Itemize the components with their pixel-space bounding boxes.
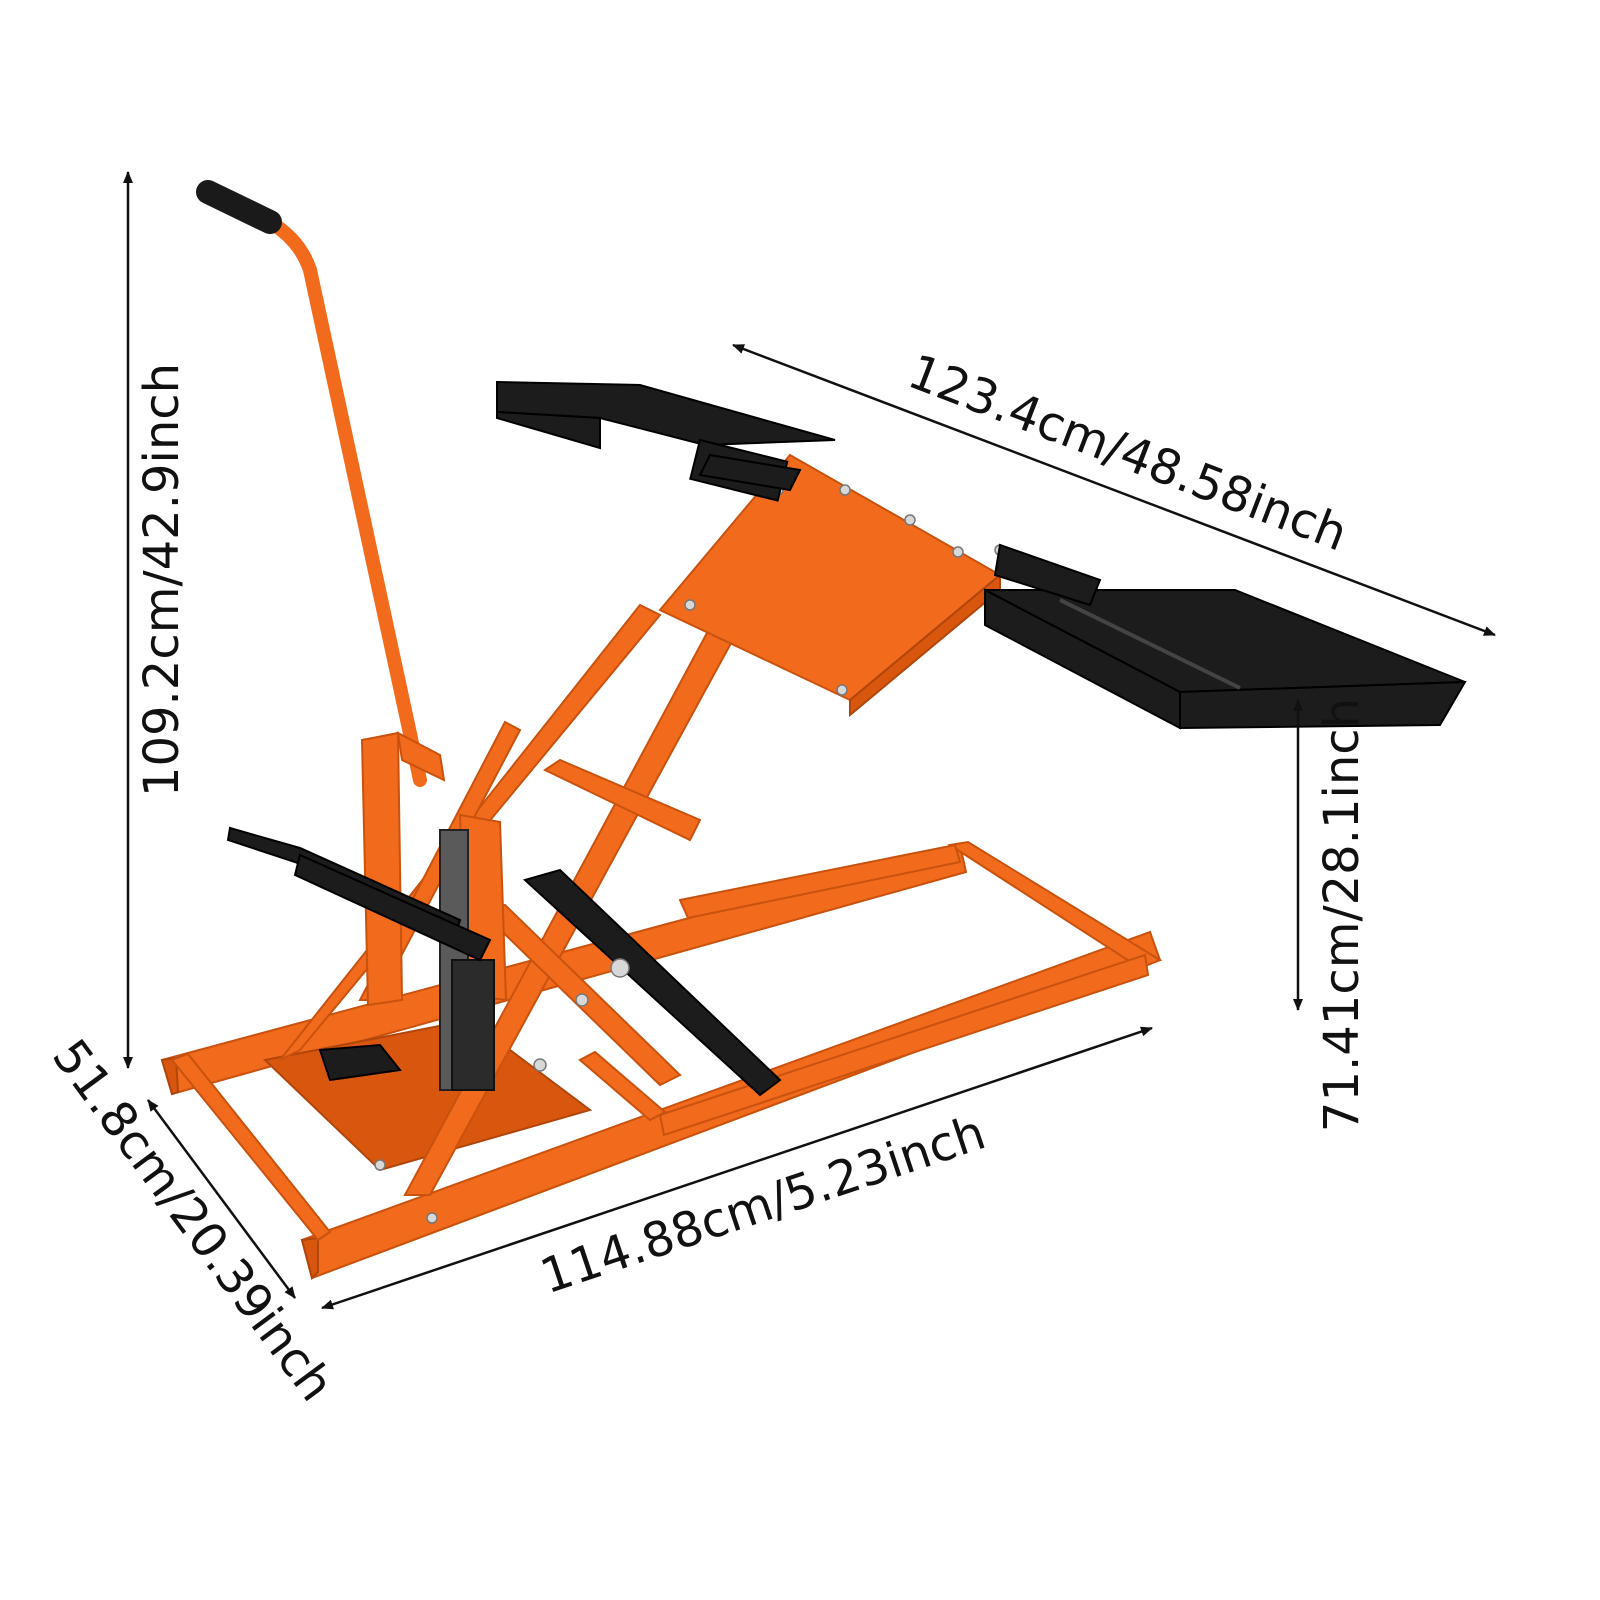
- platform-length-label: 123.4cm/48.58inch: [901, 344, 1355, 563]
- base-width-dimension-line: [146, 1099, 297, 1299]
- height-total-label: 109.2cm/42.9inch: [134, 363, 190, 797]
- dimension-annotations: [123, 171, 1496, 1310]
- jack-handle: [196, 180, 782, 1097]
- lawn-mower-lift: [160, 180, 1467, 1280]
- lift-height-label: 71.41cm/28.1inch: [1314, 698, 1370, 1132]
- base-length-dimension-line: [321, 1026, 1153, 1310]
- dimension-labels: 109.2cm/42.9inch 123.4cm/48.58inch 71.41…: [41, 344, 1370, 1412]
- platform-length-dimension-line: [732, 343, 1496, 637]
